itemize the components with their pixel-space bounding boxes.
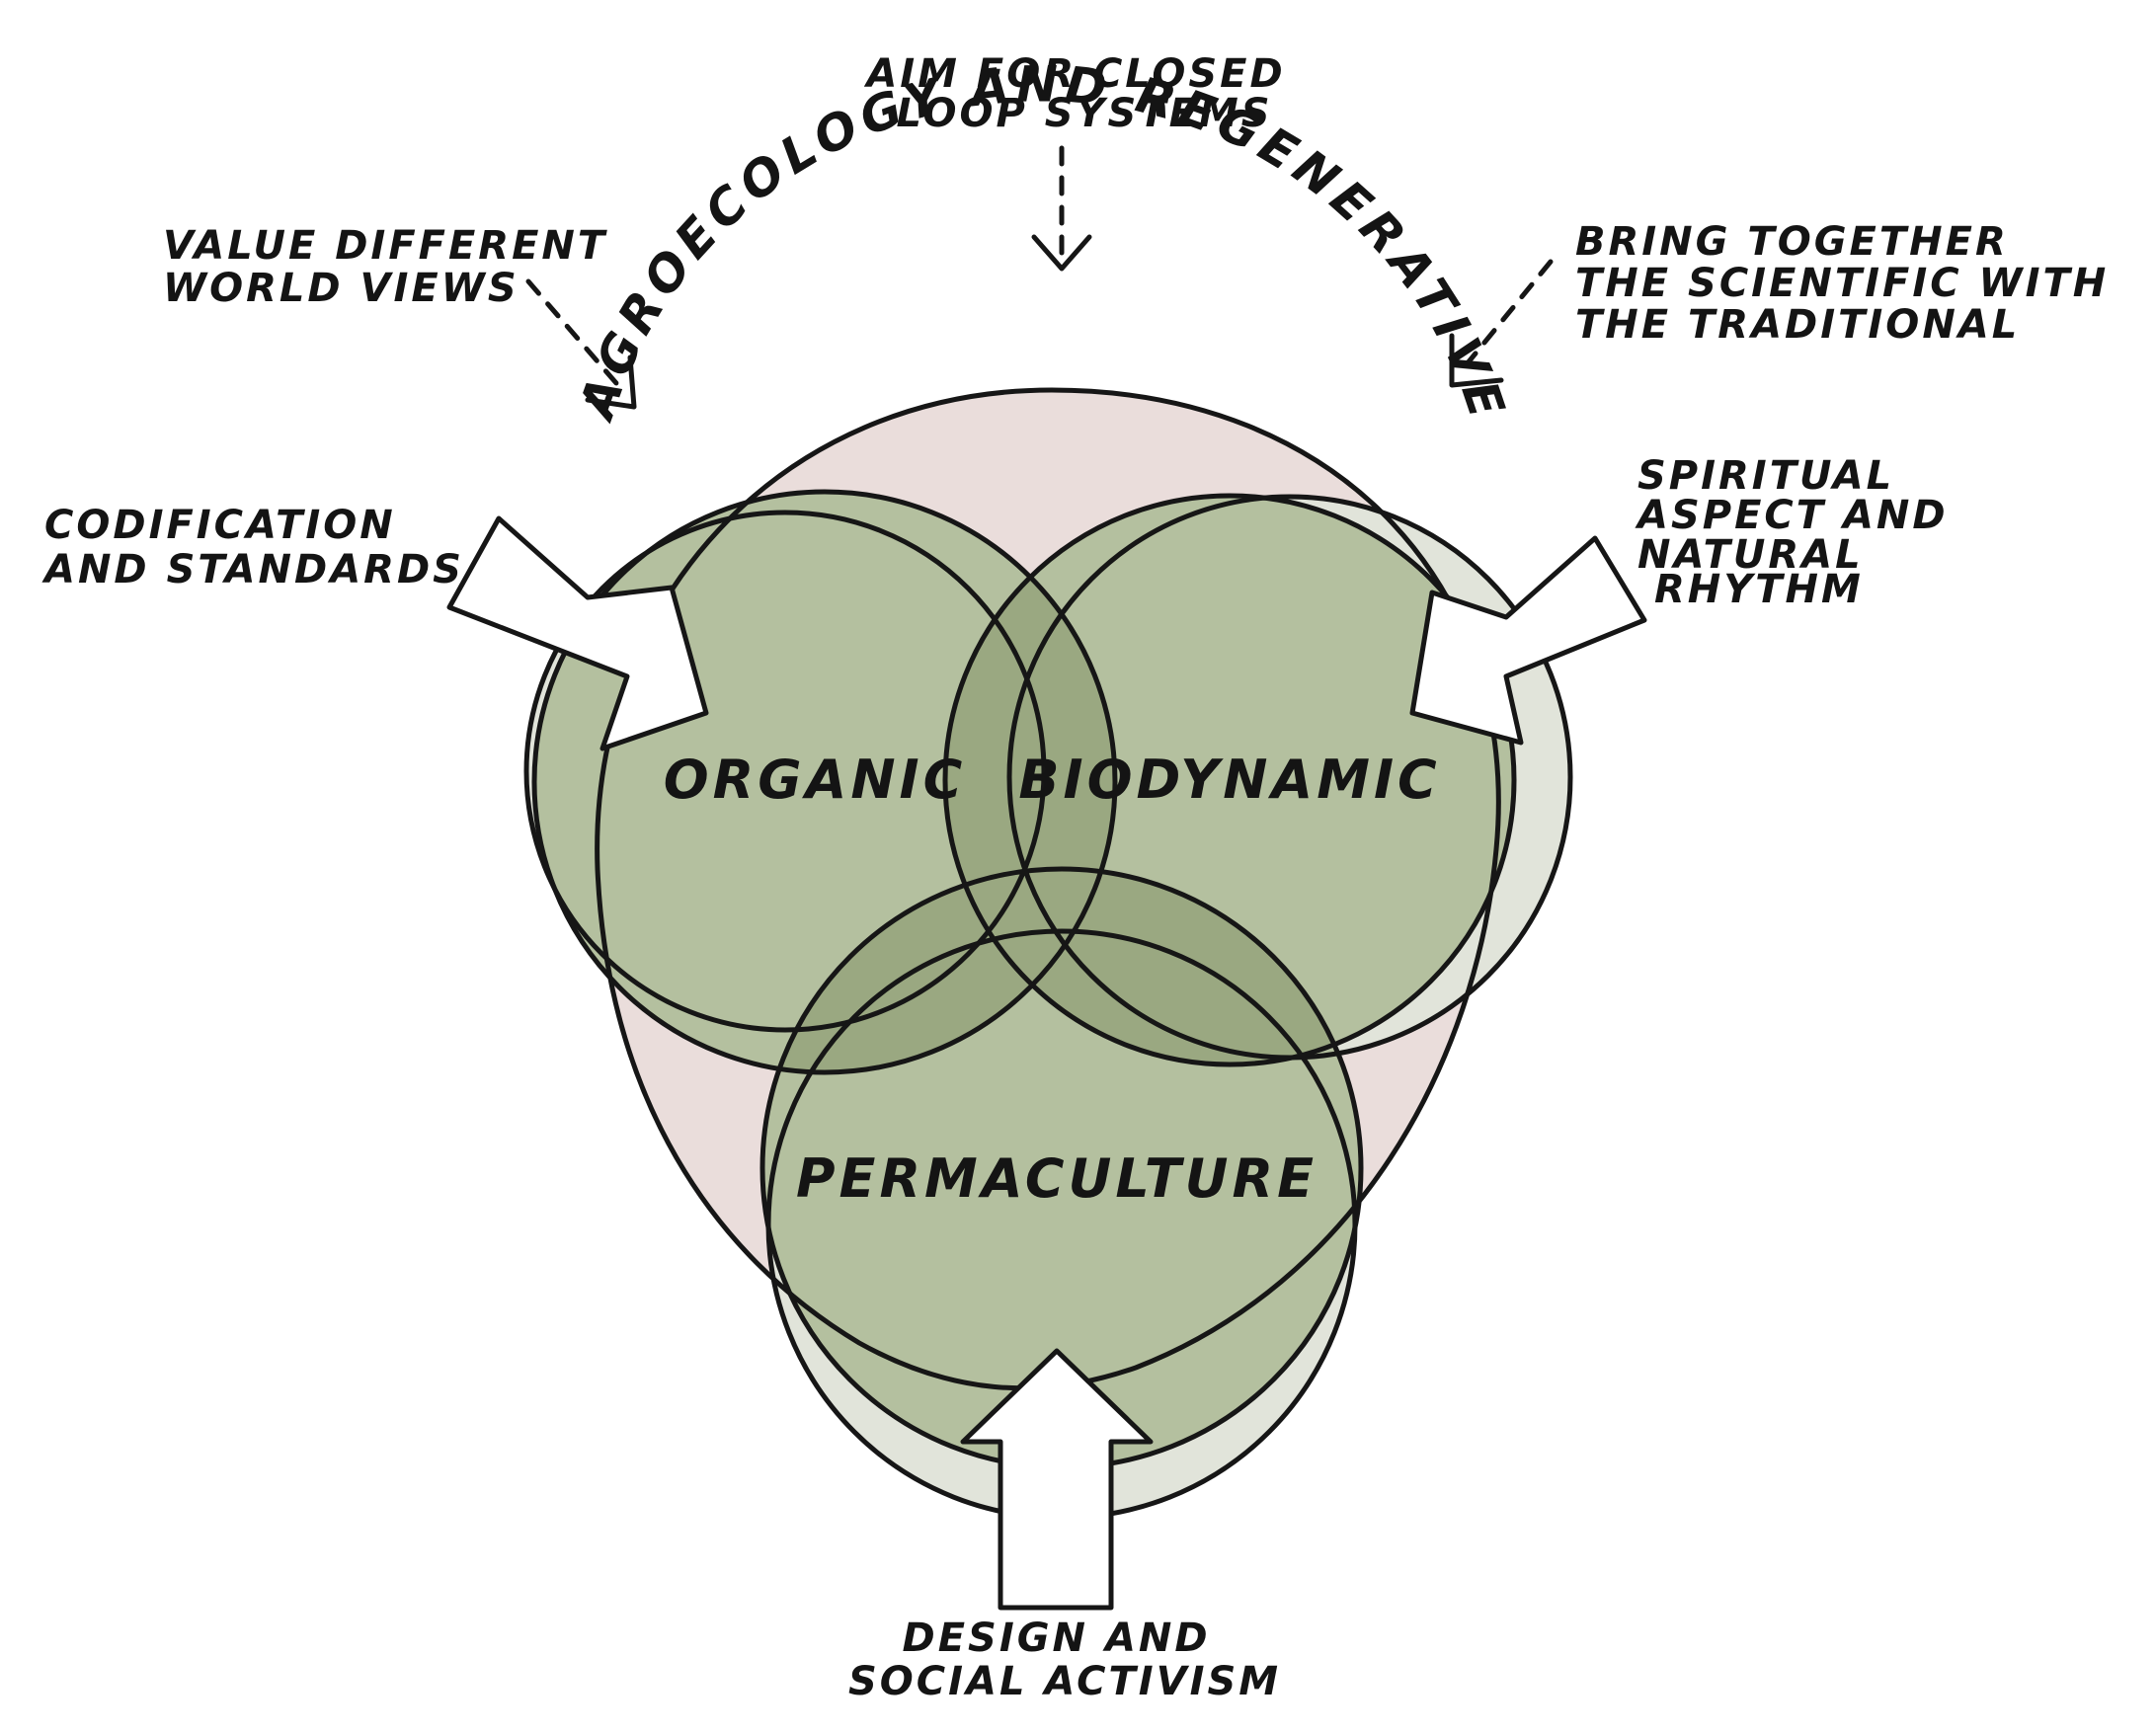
block-arrow-left <box>446 515 709 751</box>
annotation-top: AIM FOR CLOSED LOOP SYSTEMS <box>863 51 1302 136</box>
block-arrow-right <box>1409 535 1647 746</box>
permaculture-label: PERMACULTURE <box>796 1147 1318 1210</box>
dashed-arrow-top-left <box>525 278 637 410</box>
dashed-arrow-top-right <box>1449 259 1554 388</box>
annotation-right: SPIRITUAL ASPECT AND NATURAL RHYTHM <box>1635 453 1965 612</box>
organic-permaculture-overlap <box>762 869 1115 1072</box>
annotation-top-left: VALUE DIFFERENT WORLD VIEWS <box>163 223 624 311</box>
organic-label: ORGANIC <box>664 749 967 811</box>
biodynamic-permaculture-overlap <box>945 869 1361 1064</box>
annotation-left: CODIFICATION AND STANDARDS <box>41 503 464 592</box>
dashed-arrow-top <box>1031 145 1092 272</box>
biodynamic-label: BIODYNAMIC <box>1018 749 1440 811</box>
block-arrow-bottom <box>960 1348 1154 1611</box>
annotation-bottom: DESIGN AND SOCIAL ACTIVISM <box>848 1616 1281 1704</box>
annotation-top-right: BRING TOGETHER THE SCIENTIFIC WITH THE T… <box>1575 219 2125 348</box>
